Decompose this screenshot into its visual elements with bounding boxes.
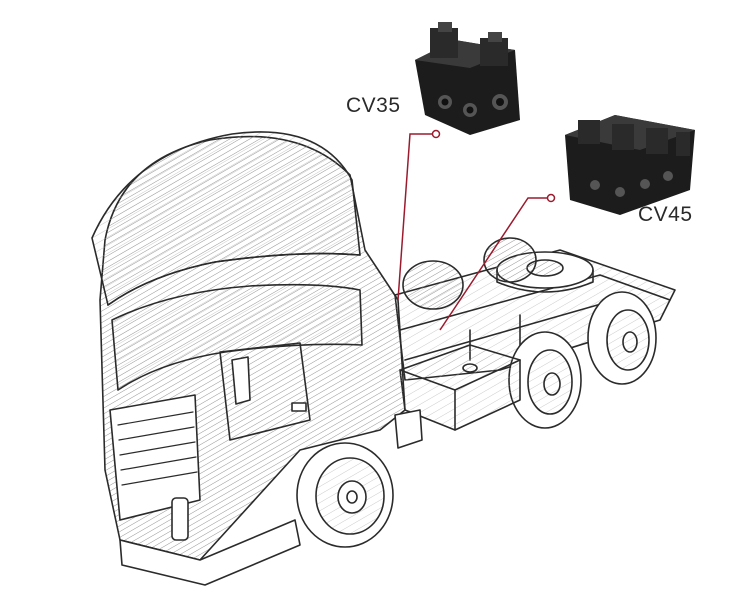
cab-step [394, 409, 423, 449]
cv45-label: CV45 [638, 203, 693, 226]
leader-line-cv45 [439, 193, 556, 331]
cab [91, 131, 406, 586]
cv35-valve-icon [415, 22, 520, 135]
cv45-valve-icon [565, 115, 695, 215]
truck-sketch-icon [91, 131, 676, 586]
front-wheel [296, 442, 394, 548]
rear-wheels [402, 237, 657, 429]
cv35-label: CV35 [346, 94, 401, 117]
leader-line-cv35 [397, 129, 441, 301]
